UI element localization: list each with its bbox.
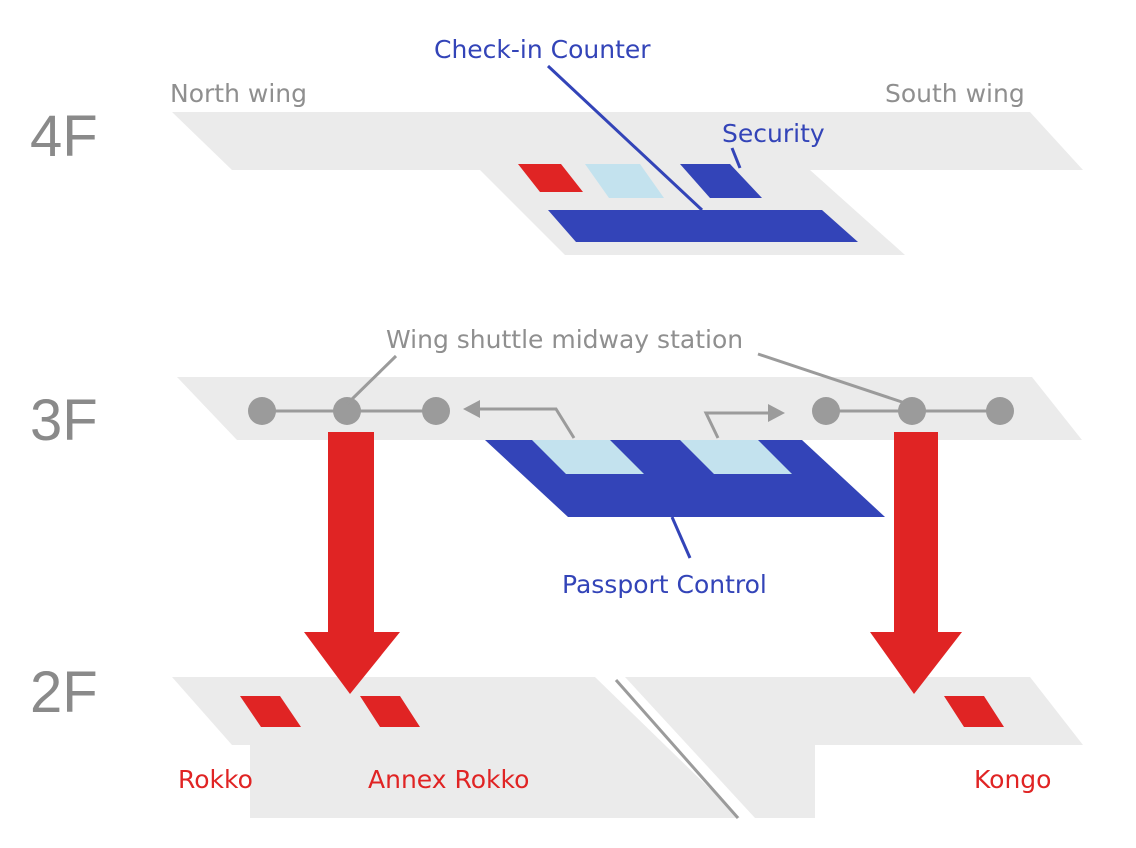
floor-2f: 2F Rokko Annex Rokko Kongo: [30, 660, 1083, 819]
south-wing-label: South wing: [885, 79, 1025, 108]
down-arrow-rokko: [304, 432, 400, 694]
check-in-counter-area: [548, 210, 858, 242]
passport-control-label: Passport Control: [562, 570, 767, 599]
security-label: Security: [722, 119, 825, 148]
rokko-label: Rokko: [178, 765, 253, 794]
security-area: [680, 164, 762, 198]
lounge-4f-light: [585, 164, 664, 198]
annex-rokko-gate-marker: [360, 696, 420, 727]
shuttle-stop-north-3: [422, 397, 450, 425]
passport-leader-line: [670, 516, 692, 559]
direction-arrow-north: [474, 407, 576, 439]
shuttle-stop-south-1: [812, 397, 840, 425]
shuttle-stop-north-1: [248, 397, 276, 425]
shuttle-stop-south-3: [986, 397, 1014, 425]
passport-booth-left: [532, 440, 644, 474]
shuttle-stop-south-2: [898, 397, 926, 425]
passport-booth-right: [680, 440, 792, 474]
floor-4f: 4F North wing South wing Check-in Counte…: [30, 35, 1083, 255]
floor-3f: 3F Passport Control Wing shuttle midway …: [30, 325, 1082, 599]
floor-4f-label: 4F: [30, 104, 98, 169]
annex-rokko-label: Annex Rokko: [368, 765, 529, 794]
north-wing-label: North wing: [170, 79, 307, 108]
kongo-label: Kongo: [974, 765, 1051, 794]
check-in-leader-line: [546, 64, 704, 212]
kongo-gate-marker: [944, 696, 1004, 727]
direction-arrow-north-head: [463, 400, 480, 418]
floor-2f-label: 2F: [30, 660, 98, 725]
shuttle-stop-north-2: [333, 397, 361, 425]
direction-arrow-south: [703, 411, 772, 439]
rokko-gate-marker: [240, 696, 301, 727]
floor-2f-plate-west: [172, 677, 740, 818]
shuttle-station-label: Wing shuttle midway station: [386, 325, 743, 354]
shuttle-station-leader-south: [757, 352, 906, 405]
check-in-counter-label: Check-in Counter: [434, 35, 651, 64]
shuttle-station-leader-north: [345, 354, 398, 406]
floor-3f-label: 3F: [30, 388, 98, 453]
wing-divider-line: [614, 679, 740, 819]
direction-arrow-south-head: [768, 404, 785, 422]
down-arrow-kongo: [870, 432, 962, 694]
shop-4f-red: [518, 164, 583, 192]
floor-3f-plate: [177, 377, 1082, 440]
security-leader-line: [730, 147, 742, 169]
